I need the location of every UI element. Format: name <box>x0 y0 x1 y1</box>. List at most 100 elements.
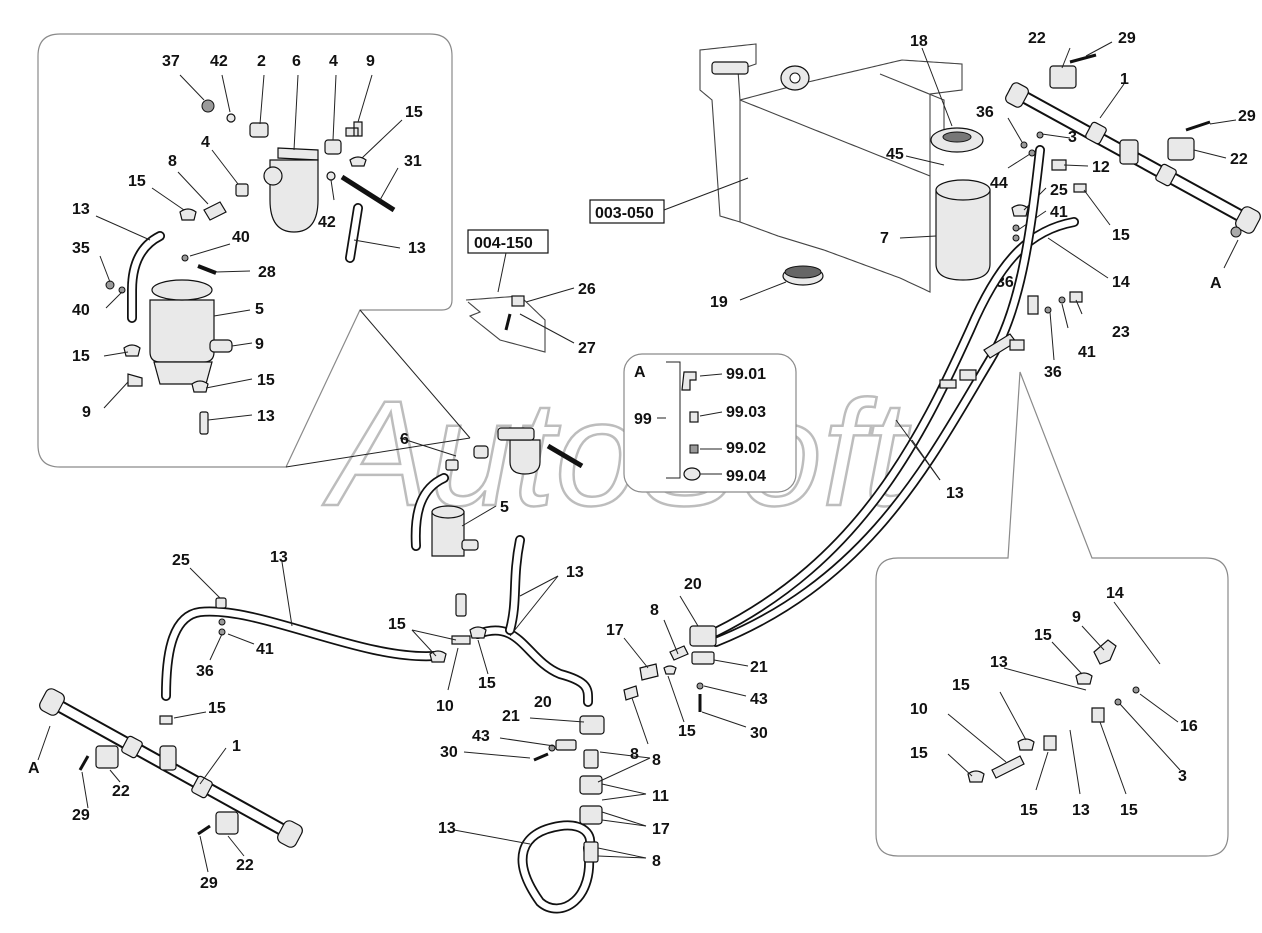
callout-13: 13 <box>270 549 288 566</box>
callout-8: 8 <box>630 746 639 763</box>
bracket-icon <box>1049 65 1077 89</box>
callout-29: 29 <box>200 875 218 892</box>
shim-icon <box>691 651 715 665</box>
clamp-icon <box>663 665 677 675</box>
callout-2: 2 <box>257 53 266 70</box>
clamp-icon <box>1011 204 1029 217</box>
callout-8: 8 <box>652 853 661 870</box>
leader-panel-2 <box>285 437 471 468</box>
callout-29: 29 <box>1118 30 1136 47</box>
plug-icon <box>689 411 699 423</box>
elbow-icon <box>345 121 363 137</box>
callout-3: 3 <box>1068 129 1077 146</box>
callout-43: 43 <box>472 728 490 745</box>
callout-8: 8 <box>652 752 661 769</box>
callout-20: 20 <box>684 576 702 593</box>
callout-15: 15 <box>1120 802 1138 819</box>
callout-11: 11 <box>652 788 669 805</box>
callout-18: 18 <box>910 33 928 50</box>
fuel-filter-icon <box>509 439 541 475</box>
screw-icon <box>533 752 549 762</box>
hose-piece-icon <box>199 411 209 435</box>
callout-25: 25 <box>172 552 190 569</box>
callout-13: 13 <box>946 485 964 502</box>
clamp-icon <box>967 770 985 783</box>
adapter-icon <box>249 122 269 138</box>
lower-right-parts <box>947 601 1181 795</box>
callout-15: 15 <box>1020 802 1038 819</box>
callout-41: 41 <box>256 641 274 658</box>
callout-16: 16 <box>1180 718 1198 735</box>
clamp-icon <box>159 715 173 725</box>
callout-99-04: 99.04 <box>726 468 766 485</box>
callout-99-02: 99.02 <box>726 440 766 457</box>
callout-19: 19 <box>710 294 728 311</box>
callout-12: 12 <box>1092 159 1110 176</box>
clamp-icon <box>191 380 209 393</box>
callout-8: 8 <box>168 153 177 170</box>
callout-13: 13 <box>566 564 584 581</box>
elbow-icon <box>1093 639 1117 665</box>
callout-1: 1 <box>232 738 241 755</box>
shim-icon <box>555 739 577 751</box>
panel-parts <box>105 99 396 435</box>
callout-26: 26 <box>578 281 596 298</box>
callout-14: 14 <box>1112 274 1130 291</box>
callout-5: 5 <box>500 499 509 516</box>
callout-42: 42 <box>318 214 336 231</box>
callout-25: 25 <box>1050 182 1068 199</box>
reference-box-004-150[interactable] <box>467 229 549 254</box>
callout-9: 9 <box>255 336 264 353</box>
callout-21: 21 <box>750 659 768 676</box>
elbow-icon <box>1069 291 1083 303</box>
center-parts: 6 5 13 <box>399 291 1083 663</box>
elbow-icon <box>1043 735 1057 751</box>
callout-37: 37 <box>162 53 180 70</box>
callout-36: 36 <box>976 104 994 121</box>
callout-30: 30 <box>750 725 768 742</box>
washer-icon <box>226 113 236 123</box>
bolt-icon <box>546 443 584 469</box>
callout-41: 41 <box>1050 204 1068 221</box>
watermark: AutoSoft <box>322 369 911 537</box>
fuel-pump-icon <box>149 299 215 363</box>
plug-icon <box>689 444 699 454</box>
callout-4: 4 <box>329 53 338 70</box>
reference-box-003-050[interactable] <box>589 199 665 224</box>
callout-A: A <box>1210 275 1222 292</box>
callout-13: 13 <box>990 654 1008 671</box>
callout-15: 15 <box>128 173 146 190</box>
callout-28: 28 <box>258 264 276 281</box>
hose-piece-icon <box>455 593 467 617</box>
strainer-icon <box>935 189 991 281</box>
main-hoses <box>161 145 1079 914</box>
hose-piece-icon <box>991 755 1025 779</box>
bottom-fittings <box>411 575 749 863</box>
manifold-left: 25 13 41 36 15 1 A 29 22 29 22 <box>28 549 303 892</box>
screw-icon <box>1069 53 1097 64</box>
callout-17: 17 <box>652 821 670 838</box>
callout-29: 29 <box>72 807 90 824</box>
callout-15: 15 <box>678 723 696 740</box>
nut-icon <box>235 183 249 197</box>
callout-13: 13 <box>72 201 90 218</box>
fitting-icon <box>324 139 342 155</box>
callout-44: 44 <box>990 175 1008 192</box>
callout-13: 13 <box>408 240 426 257</box>
tee-icon <box>451 635 471 645</box>
fitting-icon <box>959 369 977 381</box>
panel-leaders <box>95 74 403 421</box>
bracket-icon <box>95 745 119 769</box>
callout-9: 9 <box>366 53 375 70</box>
callout-10: 10 <box>436 698 454 715</box>
elbow-icon <box>681 371 697 391</box>
callout-36: 36 <box>1044 364 1062 381</box>
screw-icon <box>78 755 90 771</box>
fitting-icon <box>939 379 957 389</box>
callout-29: 29 <box>1238 108 1256 125</box>
lower-right-callouts: 14 9 15 13 15 10 16 15 3 15 13 15 <box>910 585 1198 819</box>
elbow-icon <box>1027 295 1039 315</box>
callout-14: 14 <box>1106 585 1124 602</box>
callout-15: 15 <box>910 745 928 762</box>
callout-41: 41 <box>1078 344 1096 361</box>
